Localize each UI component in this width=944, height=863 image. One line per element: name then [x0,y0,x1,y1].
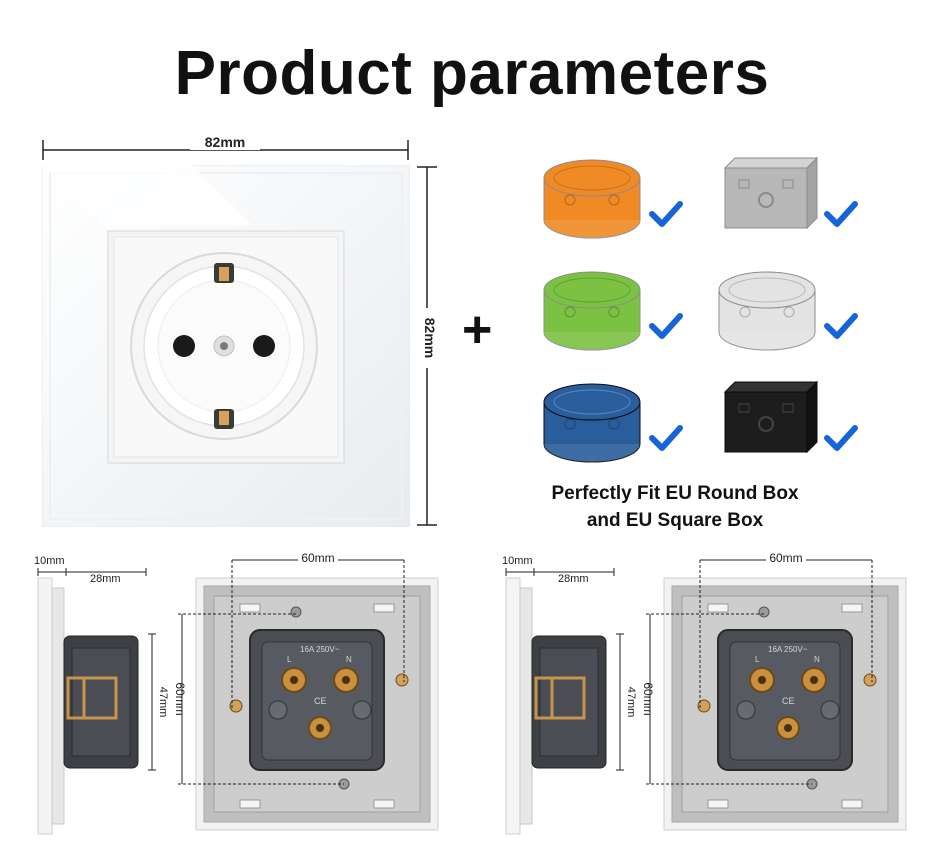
plus-sign: + [462,301,493,359]
check-icon [824,201,858,227]
socket-side-view [505,568,624,835]
neutral-terminal-label: N [814,655,820,664]
rating-label: 16A 250V~ [768,645,808,654]
socket-front-view [42,165,410,527]
body-depth-label: 28mm [558,573,589,585]
mounting-box-1 [543,159,683,239]
socket-side-view [37,568,156,835]
compatibility-caption: Perfectly Fit EU Round Box and EU Square… [520,480,830,534]
horizontal-screw-span-label: 60mm [301,551,334,565]
check-icon [824,425,858,451]
body-depth-label: 28mm [90,573,121,585]
page-title: Product parameters [174,39,770,108]
compatibility-line-1: Perfectly Fit EU Round Box [551,483,799,504]
socket-back-view [646,552,907,831]
vertical-screw-span-label: 60mm [173,682,187,715]
rating-label: 16A 250V~ [300,645,340,654]
check-icon [649,201,683,227]
mounting-box-2 [723,156,858,230]
check-icon [824,313,858,339]
installation-dimensions-panel: 10mm 28mm 47mm 16A 250V~ L N CE 60mm 60mm [0,548,470,848]
horizontal-screw-span-label: 60mm [769,551,802,565]
mounting-box-5 [543,383,683,463]
check-icon [649,313,683,339]
socket-back-view [178,552,439,831]
mounting-box-6 [723,380,858,454]
front-depth-label: 10mm [34,555,65,567]
installation-dimensions-panel: 10mm 28mm 47mm 16A 250V~ L N CE 60mm 60mm [468,548,938,848]
width-dimension-label: 82mm [190,134,260,150]
body-height-label: 47mm [157,687,169,718]
neutral-terminal-label: N [346,655,352,664]
mounting-box-3 [543,271,683,351]
body-height-label: 47mm [625,687,637,718]
live-terminal-label: L [755,655,760,664]
mounting-box-4 [718,271,858,351]
ce-mark: CE [314,696,327,706]
height-dimension-label: 82mm [422,308,438,368]
ce-mark: CE [782,696,795,706]
compatibility-line-2: and EU Square Box [586,510,764,531]
mounting-box-grid [540,148,880,478]
front-depth-label: 10mm [502,555,533,567]
width-dimension-line [42,140,409,160]
live-terminal-label: L [287,655,292,664]
vertical-screw-span-label: 60mm [641,682,655,715]
check-icon [649,425,683,451]
